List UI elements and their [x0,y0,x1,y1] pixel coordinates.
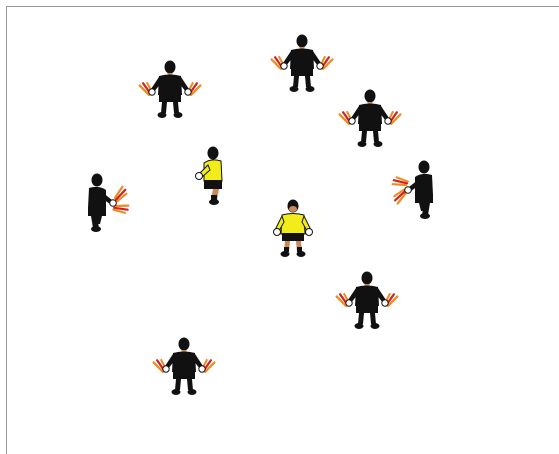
training-drill-diagram [0,0,559,454]
